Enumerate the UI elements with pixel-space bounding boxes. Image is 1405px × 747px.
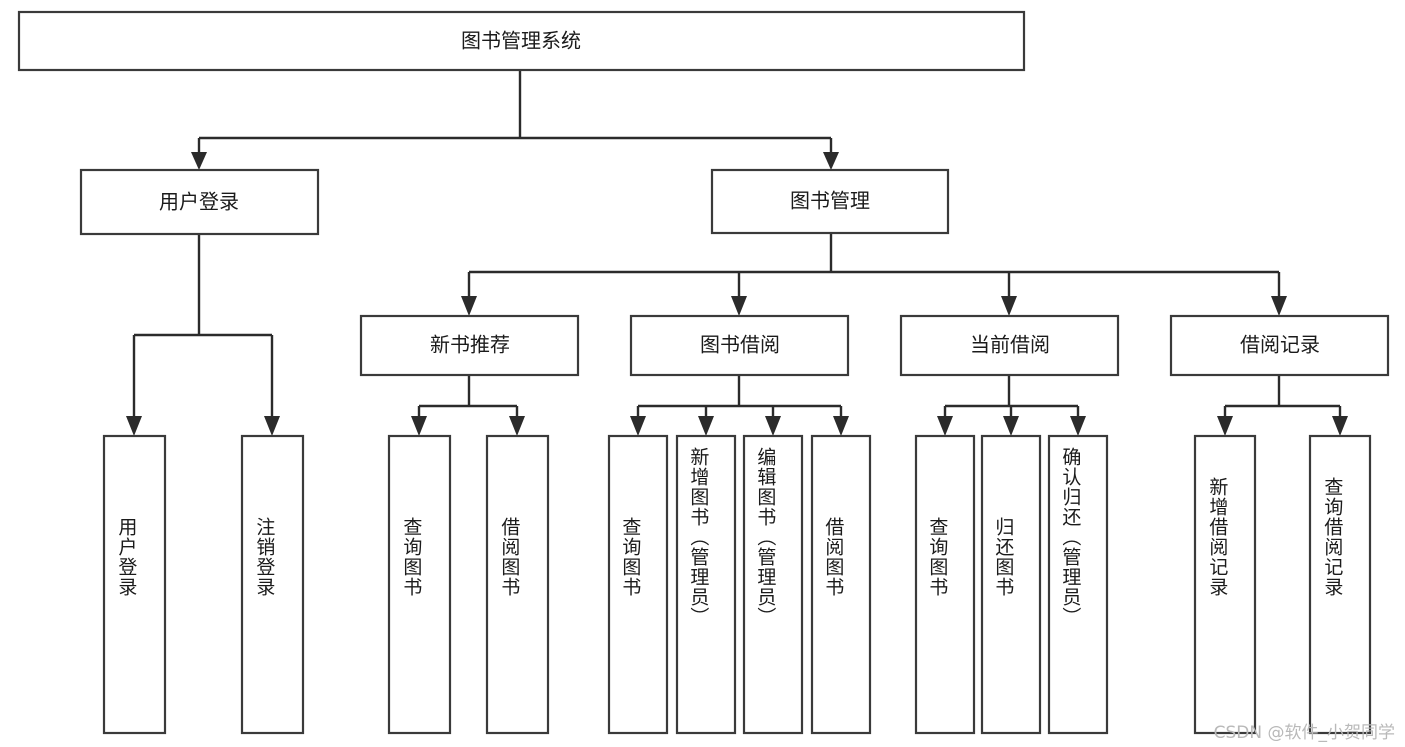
arrow-current-l1 (937, 416, 953, 436)
node-book-management-label: 图书管理 (790, 189, 870, 213)
leaf-confirm-return-admin-label: 确认归还（管理员） (1059, 447, 1081, 627)
leaf-user-login-label: 用户登录 (115, 517, 137, 597)
leaf-node-logout[interactable]: 注销登录 (240, 434, 305, 735)
arrow-records-l1 (1217, 416, 1233, 436)
node-book-borrow-box[interactable] (629, 314, 850, 377)
node-current-borrow-box[interactable] (899, 314, 1120, 377)
leaf-borrow-book-label: 借阅图书 (822, 517, 844, 597)
node-new-book-recommend[interactable]: 新书推荐 (359, 314, 580, 377)
leaf-node-query-book-borrow[interactable]: 查询图书 (607, 434, 669, 735)
arrow-current-l2 (1003, 416, 1019, 436)
leaf-return-book-label: 归还图书 (992, 517, 1014, 597)
arrow-recommend-l1 (411, 416, 427, 436)
leaf-logout-label: 注销登录 (253, 517, 275, 597)
leaf-borrow-book-recommend-label: 借阅图书 (498, 517, 520, 597)
leaf-edit-book-admin-box[interactable] (742, 434, 804, 735)
edge-group-borrow-to-leaves (630, 375, 849, 436)
leaf-confirm-return-admin-box[interactable] (1047, 434, 1109, 735)
arrow-bookmgmt-c1 (461, 296, 477, 316)
node-borrow-records-label: 借阅记录 (1240, 333, 1320, 357)
leaf-query-book-current-box[interactable] (914, 434, 976, 735)
edge-group-recommend-to-leaves (411, 375, 525, 436)
edge-group-login-to-leaves (126, 234, 280, 436)
arrow-recommend-l2 (509, 416, 525, 436)
leaf-node-query-book-recommend[interactable]: 查询图书 (387, 434, 452, 735)
leaf-node-user-login[interactable]: 用户登录 (102, 434, 167, 735)
node-user-login-label: 用户登录 (159, 190, 239, 214)
edge-group-current-to-leaves (937, 375, 1086, 436)
leaf-query-book-borrow-box[interactable] (607, 434, 669, 735)
leaf-add-borrow-record-label: 新增借阅记录 (1206, 477, 1228, 597)
arrow-bookmgmt-c2 (731, 296, 747, 316)
leaf-query-borrow-record-label: 查询借阅记录 (1321, 477, 1343, 597)
leaf-query-borrow-record-box[interactable] (1308, 434, 1372, 735)
node-root[interactable]: 图书管理系统 (17, 10, 1026, 72)
leaf-node-borrow-book[interactable]: 借阅图书 (810, 434, 872, 735)
leaf-node-query-borrow-record[interactable]: 查询借阅记录 (1308, 434, 1372, 735)
node-book-management-box[interactable] (710, 168, 950, 235)
arrow-borrow-l2 (698, 416, 714, 436)
arrow-bookmgmt-c4 (1271, 296, 1287, 316)
node-book-borrow[interactable]: 图书借阅 (629, 314, 850, 377)
leaf-node-confirm-return-admin[interactable]: 确认归还（管理员） (1047, 434, 1109, 735)
leaf-user-login-box[interactable] (102, 434, 167, 735)
node-root-box[interactable] (17, 10, 1026, 72)
leaf-edit-book-admin-label: 编辑图书（管理员） (754, 447, 776, 627)
node-borrow-records-box[interactable] (1169, 314, 1390, 377)
leaf-return-book-box[interactable] (980, 434, 1042, 735)
edge-group-records-to-leaves (1217, 375, 1348, 436)
node-root-label: 图书管理系统 (461, 29, 581, 53)
node-current-borrow[interactable]: 当前借阅 (899, 314, 1120, 377)
leaf-add-book-admin-box[interactable] (675, 434, 737, 735)
leaf-node-query-book-current[interactable]: 查询图书 (914, 434, 976, 735)
leaf-node-add-borrow-record[interactable]: 新增借阅记录 (1193, 434, 1257, 735)
leaf-node-return-book[interactable]: 归还图书 (980, 434, 1042, 735)
edge-group-root-to-level2 (191, 70, 839, 170)
leaf-node-add-book-admin[interactable]: 新增图书（管理员） (675, 434, 737, 735)
arrow-login-leaf1 (126, 416, 142, 436)
arrow-root-to-bookmgmt (823, 152, 839, 170)
leaf-query-book-current-label: 查询图书 (926, 517, 948, 597)
leaf-node-borrow-book-recommend[interactable]: 借阅图书 (485, 434, 550, 735)
arrow-login-leaf2 (264, 416, 280, 436)
node-book-borrow-label: 图书借阅 (700, 333, 780, 357)
leaf-query-book-recommend-box[interactable] (387, 434, 452, 735)
arrow-borrow-l1 (630, 416, 646, 436)
leaf-query-book-recommend-label: 查询图书 (400, 517, 422, 597)
node-user-login[interactable]: 用户登录 (79, 168, 320, 236)
arrow-borrow-l3 (765, 416, 781, 436)
node-book-management[interactable]: 图书管理 (710, 168, 950, 235)
leaf-borrow-book-recommend-box[interactable] (485, 434, 550, 735)
node-current-borrow-label: 当前借阅 (970, 333, 1050, 357)
leaf-logout-box[interactable] (240, 434, 305, 735)
arrow-current-l3 (1070, 416, 1086, 436)
arrow-borrow-l4 (833, 416, 849, 436)
node-new-book-recommend-box[interactable] (359, 314, 580, 377)
arrow-bookmgmt-c3 (1001, 296, 1017, 316)
node-borrow-records[interactable]: 借阅记录 (1169, 314, 1390, 377)
node-user-login-box[interactable] (79, 168, 320, 236)
edge-group-bookmgmt-to-level3 (461, 233, 1287, 316)
leaf-node-edit-book-admin[interactable]: 编辑图书（管理员） (742, 434, 804, 735)
leaf-query-book-borrow-label: 查询图书 (619, 517, 641, 597)
leaf-add-borrow-record-box[interactable] (1193, 434, 1257, 735)
arrow-root-to-login (191, 152, 207, 170)
leaf-borrow-book-box[interactable] (810, 434, 872, 735)
leaf-add-book-admin-label: 新增图书（管理员） (687, 447, 709, 627)
arrow-records-l2 (1332, 416, 1348, 436)
node-new-book-recommend-label: 新书推荐 (430, 333, 510, 357)
